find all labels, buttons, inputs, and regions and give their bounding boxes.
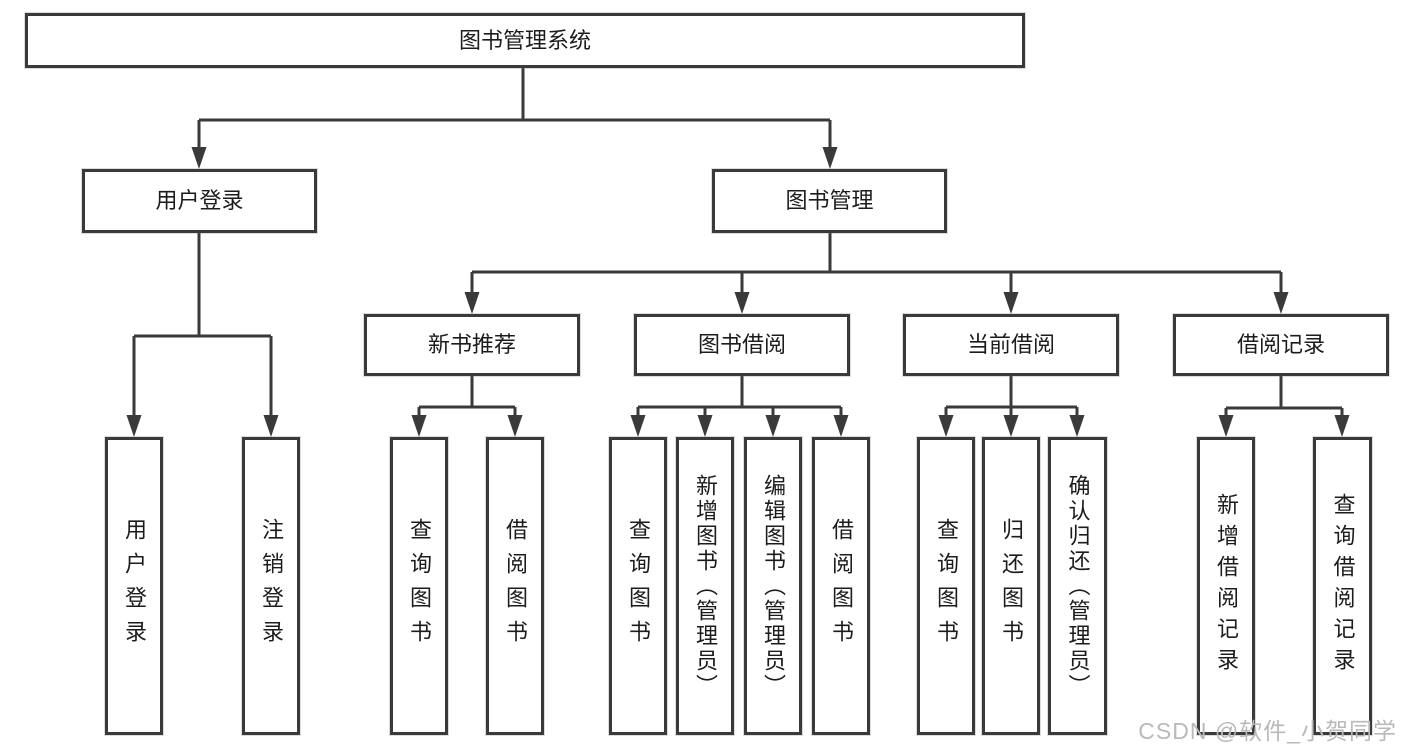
node-book-management: 图书管理 bbox=[712, 169, 947, 233]
node-current-borrow: 当前借阅 bbox=[903, 314, 1119, 376]
node-new-book-recommend: 新书推荐 bbox=[364, 314, 580, 376]
leaf-query-borrow-record: 查询借阅记录 bbox=[1313, 437, 1372, 735]
leaf-confirm-return-admin: 确认归还（管理员） bbox=[1048, 437, 1107, 735]
node-library-system: 图书管理系统 bbox=[25, 13, 1025, 68]
leaf-borrow-books: 借阅图书 bbox=[812, 437, 870, 735]
leaf-logout: 注销登录 bbox=[242, 437, 300, 735]
leaf-recommend-query-books: 查询图书 bbox=[390, 437, 448, 735]
leaf-current-query-books: 查询图书 bbox=[917, 437, 975, 735]
leaf-return-books: 归还图书 bbox=[982, 437, 1040, 735]
leaf-add-borrow-record: 新增借阅记录 bbox=[1197, 437, 1255, 735]
leaf-add-book-admin: 新增图书（管理员） bbox=[676, 437, 734, 735]
node-user-login: 用户登录 bbox=[82, 169, 317, 233]
node-book-borrow: 图书借阅 bbox=[634, 314, 850, 376]
leaf-user-login: 用户登录 bbox=[105, 437, 163, 735]
watermark: CSDN @软件_小贺同学 bbox=[1138, 718, 1397, 744]
leaf-borrow-query-books: 查询图书 bbox=[609, 437, 667, 735]
node-borrow-records: 借阅记录 bbox=[1173, 314, 1389, 376]
leaf-recommend-borrow-books: 借阅图书 bbox=[486, 437, 544, 735]
leaf-edit-book-admin: 编辑图书（管理员） bbox=[744, 437, 802, 735]
